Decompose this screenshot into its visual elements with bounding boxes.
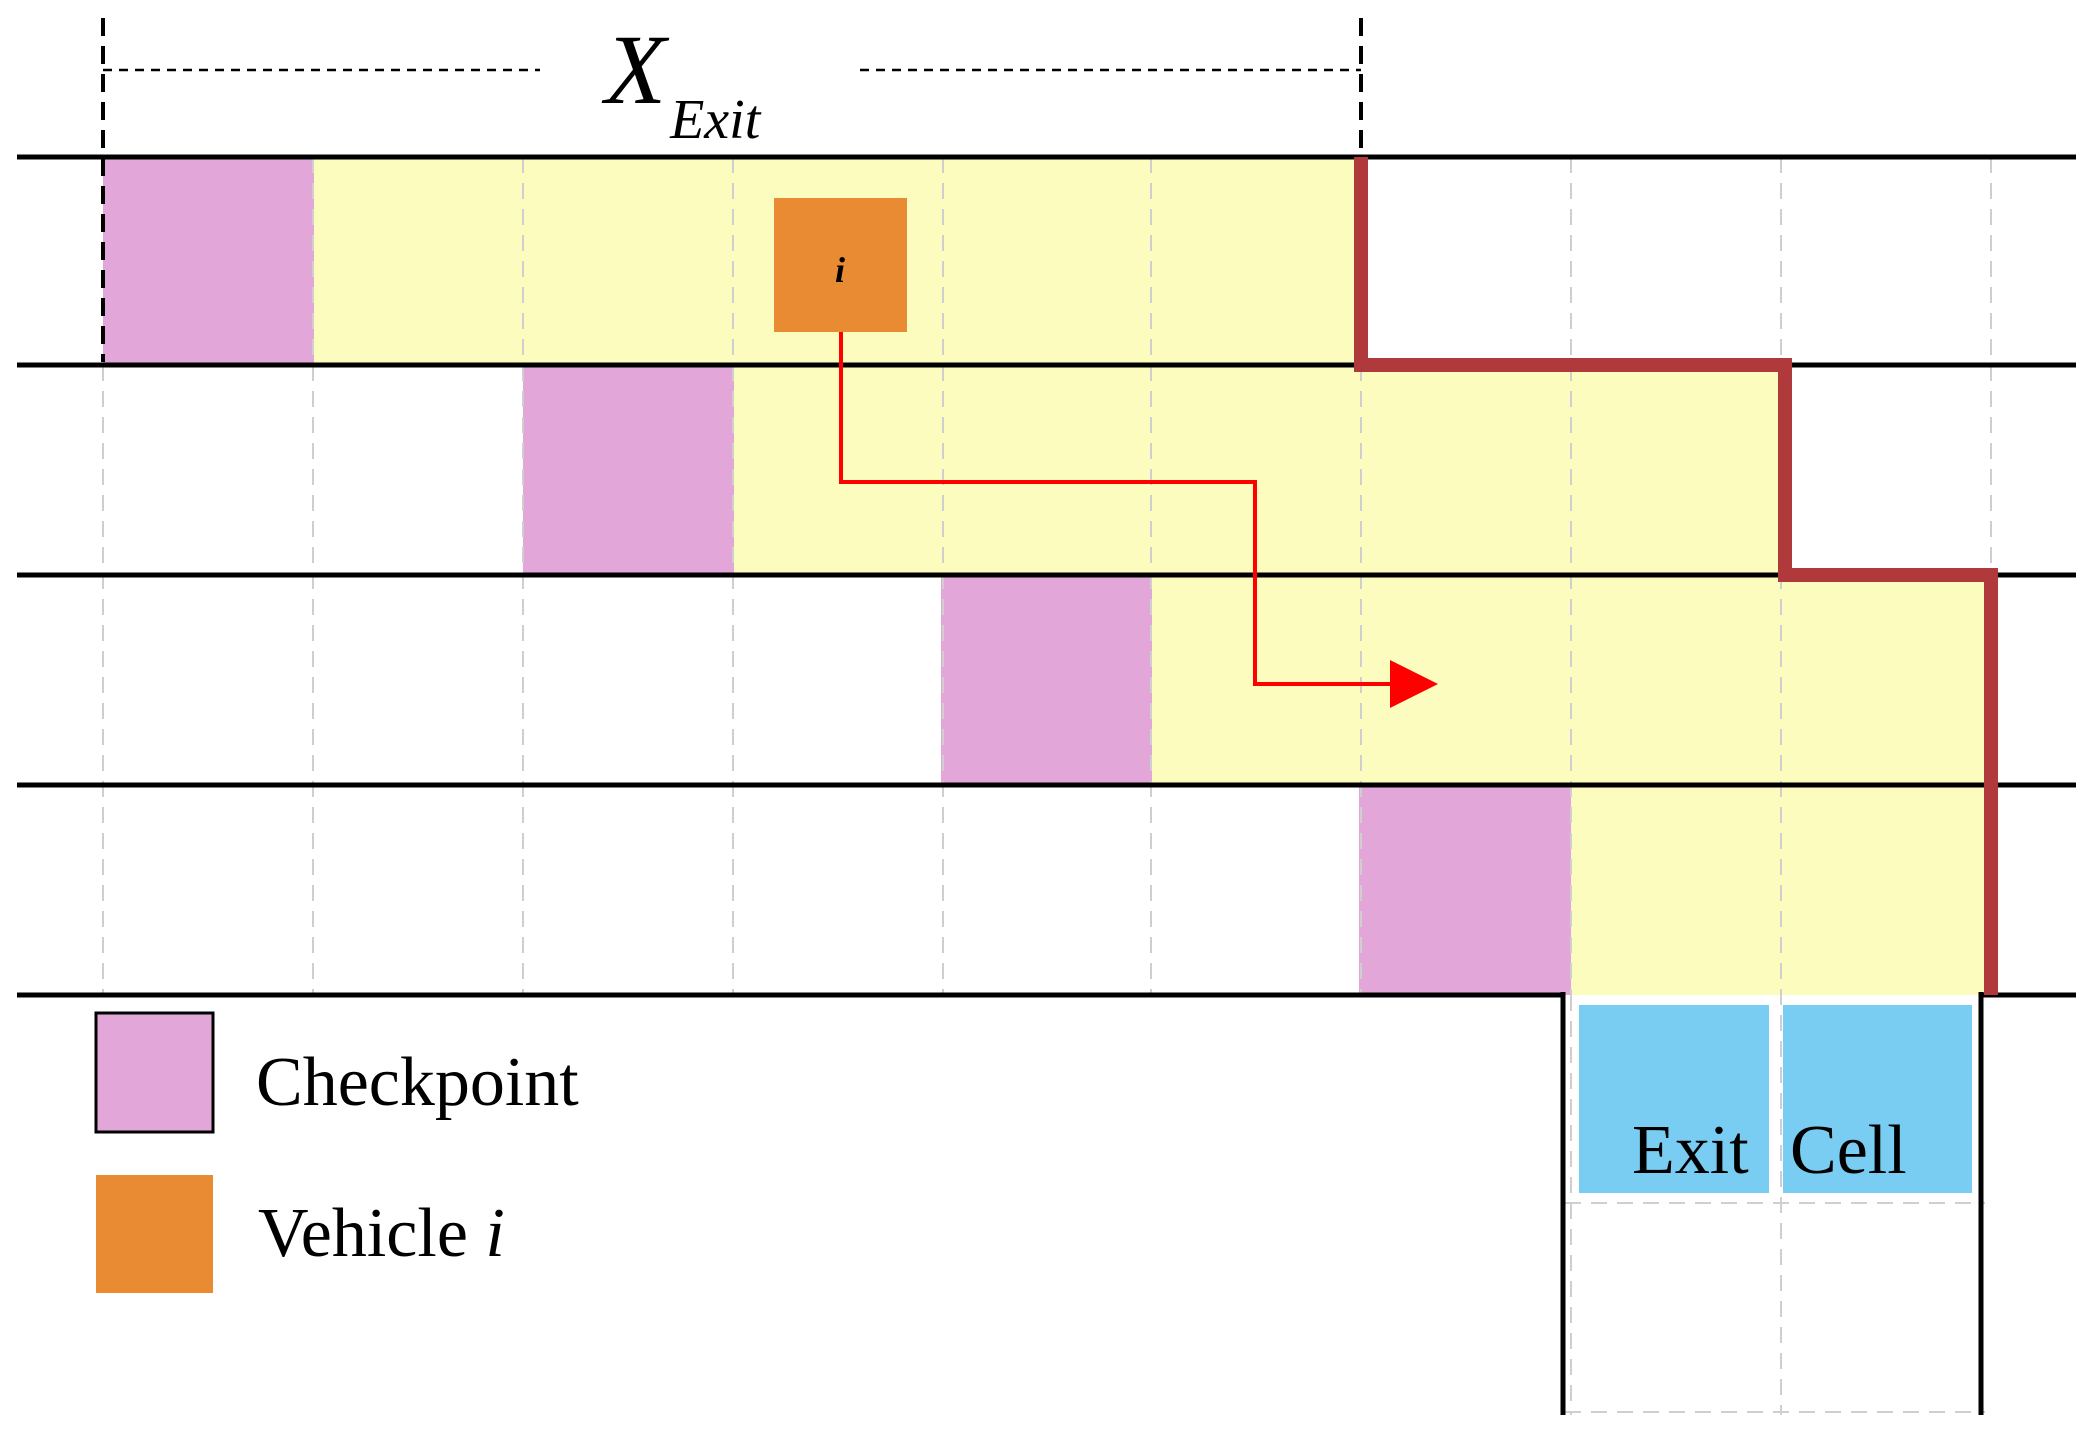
legend-swatch-vehicle: [96, 1175, 213, 1293]
vehicle-box: [774, 198, 907, 332]
exit-cells: [1579, 1005, 1972, 1193]
x-exit-symbol: X: [601, 14, 670, 125]
checkpoint-lane-1: [103, 157, 314, 365]
x-exit-label: XExit: [601, 14, 762, 151]
vehicle-path-arrow: [839, 332, 1438, 708]
exit-label-word-2: Cell: [1790, 1112, 1907, 1189]
legend: Checkpoint Vehicle i: [94, 1011, 579, 1293]
legend-item-checkpoint: Checkpoint: [94, 1011, 579, 1134]
arrow-head: [1390, 660, 1438, 708]
reachable-zone-lane-2: [733, 365, 1785, 575]
checkpoint-lane-2: [523, 365, 734, 575]
exit-label-word-1: Exit: [1632, 1112, 1749, 1189]
x-exit-dimension: [101, 18, 1363, 362]
vehicle-path: [839, 332, 1395, 686]
exit-cell-left: [1579, 1005, 1769, 1193]
checkpoints: [103, 157, 1571, 995]
checkpoint-lane-3: [941, 575, 1152, 785]
legend-item-vehicle: Vehicle i: [96, 1175, 505, 1293]
legend-swatch-checkpoint: [94, 1011, 215, 1134]
vehicle-i: i: [774, 198, 907, 332]
x-exit-subscript: Exit: [669, 89, 762, 151]
checkpoint-lane-4: [1359, 785, 1571, 995]
exit-cell-label: Exit Cell: [1632, 1112, 1907, 1189]
vehicle-label: i: [835, 250, 845, 290]
legend-label-checkpoint: Checkpoint: [256, 1044, 579, 1121]
exit-cell-right: [1783, 1005, 1972, 1193]
legend-label-vehicle: Vehicle i: [258, 1195, 505, 1272]
reachable-boundary: [1354, 157, 1998, 995]
